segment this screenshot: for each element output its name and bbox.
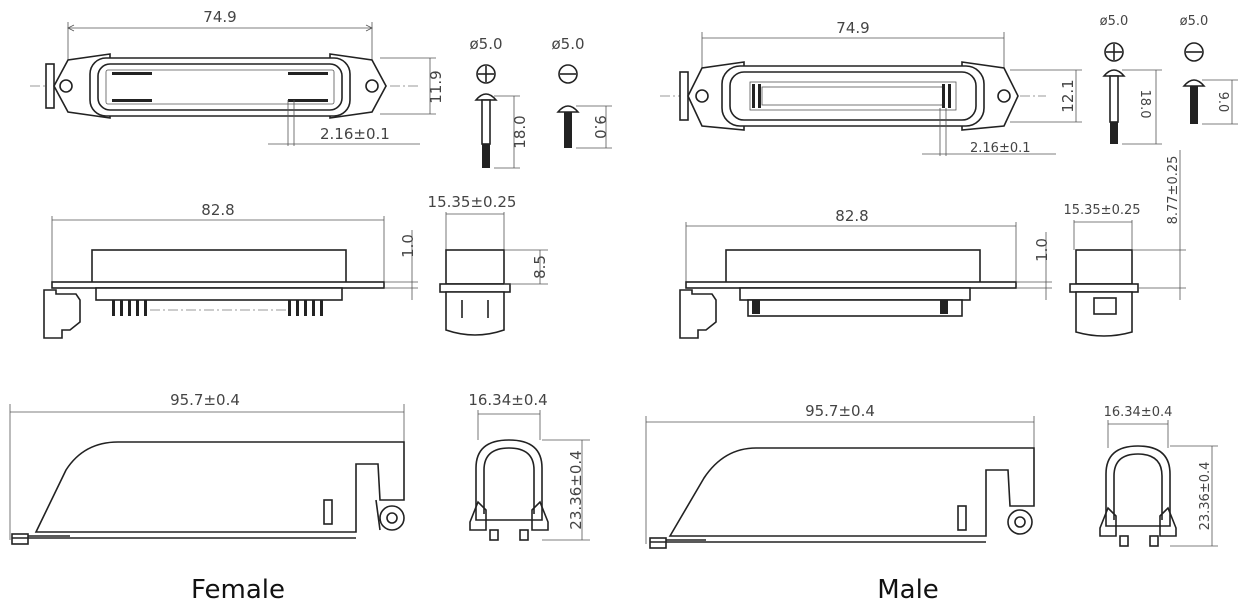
female-front-width-label: 82.8 [201,201,234,219]
male-top-width-label: 74.9 [836,19,869,37]
male-screw-long: ø5.0 18.0 [1100,14,1162,145]
male-top-contacts [752,84,951,108]
female-side-width-label: 15.35±0.25 [428,193,517,211]
male-side-view: 15.35±0.25 8.77±0.25 [1063,150,1186,337]
male-screw-short: ø5.0 9.0 [1180,14,1238,125]
female-front-view: 82.8 1.0 [43,201,418,339]
female-top-view: 74.9 11.9 2.16±0.1 [30,8,445,146]
male-drawing: 74.9 12.1 2.16±0.1 [645,14,1238,605]
male-screw1-len-label: 18.0 [1137,90,1152,119]
female-side-view: 15.35±0.25 8.5 [428,193,549,336]
male-front-width-label: 82.8 [835,207,868,225]
male-screw1-dia-label: ø5.0 [1100,14,1129,29]
female-pitch-label: 2.16±0.1 [320,125,390,143]
female-screw-long: ø5.0 18.0 [469,35,529,169]
male-front-view: 82.8 1.0 [679,207,1052,339]
female-drawing: 74.9 11.9 2.16±0.1 [9,8,612,605]
male-pitch-label: 2.16±0.1 [970,141,1031,156]
female-flange-label: 1.0 [399,234,417,258]
male-flange-label: 1.0 [1033,238,1051,262]
male-screw2-dia-label: ø5.0 [1180,14,1209,29]
male-top-height-label: 12.1 [1059,79,1077,112]
female-top-pins [112,72,328,102]
female-screw1-dia-label: ø5.0 [469,35,502,53]
female-side-height-label: 8.5 [531,255,549,279]
female-screw2-len-label: 9.0 [591,115,609,139]
male-side-width-label: 15.35±0.25 [1063,203,1140,218]
male-shell-end: 16.34±0.4 23.36±0.4 [1099,405,1218,547]
female-shell-end: 16.34±0.4 23.36±0.4 [468,391,590,541]
female-screw1-len-label: 18.0 [511,115,529,148]
male-side-height-label: 8.77±0.25 [1166,156,1181,225]
female-top-width-label: 74.9 [203,8,236,26]
male-shell-height-label: 23.36±0.4 [1198,462,1213,531]
female-shell-length-label: 95.7±0.4 [170,391,240,409]
female-shell-height-label: 23.36±0.4 [567,450,585,529]
male-shell-side: 95.7±0.4 [645,402,1035,549]
female-screw-short: ø5.0 9.0 [551,35,612,149]
male-top-view: 74.9 12.1 2.16±0.1 [660,19,1082,156]
male-shell-width-label: 16.34±0.4 [1104,405,1173,420]
male-screw2-len-label: 9.0 [1215,92,1230,113]
female-shell-side: 95.7±0.4 [9,391,405,545]
male-caption: Male [877,575,939,605]
female-front-pins [112,300,323,316]
female-screw2-dia-label: ø5.0 [551,35,584,53]
female-top-height-label: 11.9 [427,70,445,103]
female-shell-width-label: 16.34±0.4 [468,391,547,409]
male-shell-length-label: 95.7±0.4 [805,402,875,420]
female-caption: Female [191,575,285,605]
